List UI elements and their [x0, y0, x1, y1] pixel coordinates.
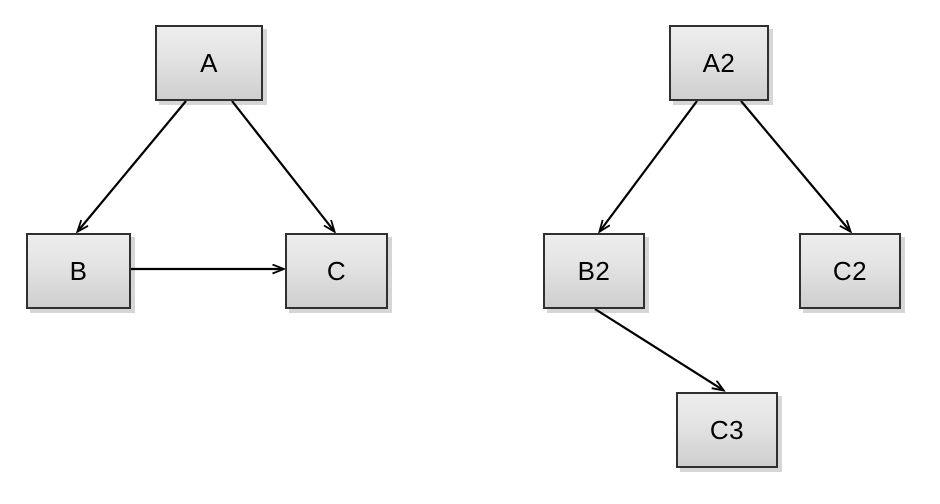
node-c2[interactable]: C2 — [799, 233, 901, 309]
node-c[interactable]: C — [285, 233, 388, 309]
node-b-label: B — [69, 256, 88, 286]
edge-a-to-c — [231, 100, 334, 231]
node-a2[interactable]: A2 — [669, 25, 769, 101]
edge-a2-to-c2 — [740, 100, 850, 231]
node-b[interactable]: B — [26, 233, 131, 309]
edge-b2-to-c3 — [594, 308, 723, 390]
node-c2-label: C2 — [832, 256, 868, 286]
node-a-label: A — [200, 48, 218, 78]
node-c-label: C — [326, 256, 347, 286]
edge-a-to-b — [78, 100, 187, 231]
node-b2-label: B2 — [577, 256, 611, 286]
node-c3-label: C3 — [709, 415, 745, 445]
node-a2-label: A2 — [702, 48, 736, 78]
node-b2[interactable]: B2 — [543, 233, 645, 309]
edge-a2-to-b2 — [600, 100, 698, 231]
node-a[interactable]: A — [155, 25, 263, 101]
node-c3[interactable]: C3 — [676, 392, 778, 468]
